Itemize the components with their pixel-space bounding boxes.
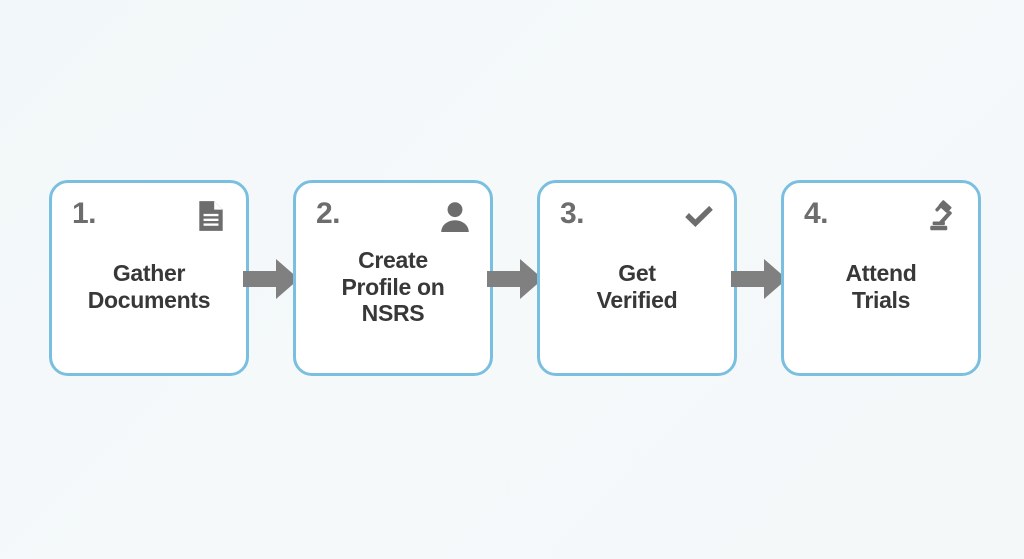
left-spacer bbox=[0, 180, 49, 376]
connector-3-to-4 bbox=[731, 180, 787, 376]
connector-1-to-2 bbox=[243, 180, 299, 376]
step-card-3[interactable]: 3. Get Verified bbox=[537, 180, 737, 376]
step-title-4: Attend Trials bbox=[845, 260, 917, 313]
step-title-2: Create Profile on NSRS bbox=[341, 246, 445, 327]
right-arrow-icon bbox=[487, 259, 543, 299]
gavel-icon bbox=[926, 199, 960, 233]
right-arrow-icon bbox=[243, 259, 299, 299]
step-card-1[interactable]: 1. Gather Documents bbox=[49, 180, 249, 376]
step-number-4: 4. bbox=[804, 197, 829, 230]
step-number-3: 3. bbox=[560, 197, 585, 230]
step-title-3: Get Verified bbox=[596, 260, 678, 313]
step-title-1: Gather Documents bbox=[87, 260, 211, 313]
step-card-4[interactable]: 4. Attend Trials bbox=[781, 180, 981, 376]
document-icon bbox=[194, 199, 228, 233]
checkmark-icon bbox=[682, 199, 716, 233]
step-card-2[interactable]: 2. Create Profile on NSRS bbox=[293, 180, 493, 376]
connector-2-to-3 bbox=[487, 180, 543, 376]
person-icon bbox=[438, 199, 472, 233]
process-flow-diagram: 1. Gather Documents 2. bbox=[0, 180, 1024, 380]
right-arrow-icon bbox=[731, 259, 787, 299]
step-number-1: 1. bbox=[72, 197, 97, 230]
step-number-2: 2. bbox=[316, 197, 341, 230]
